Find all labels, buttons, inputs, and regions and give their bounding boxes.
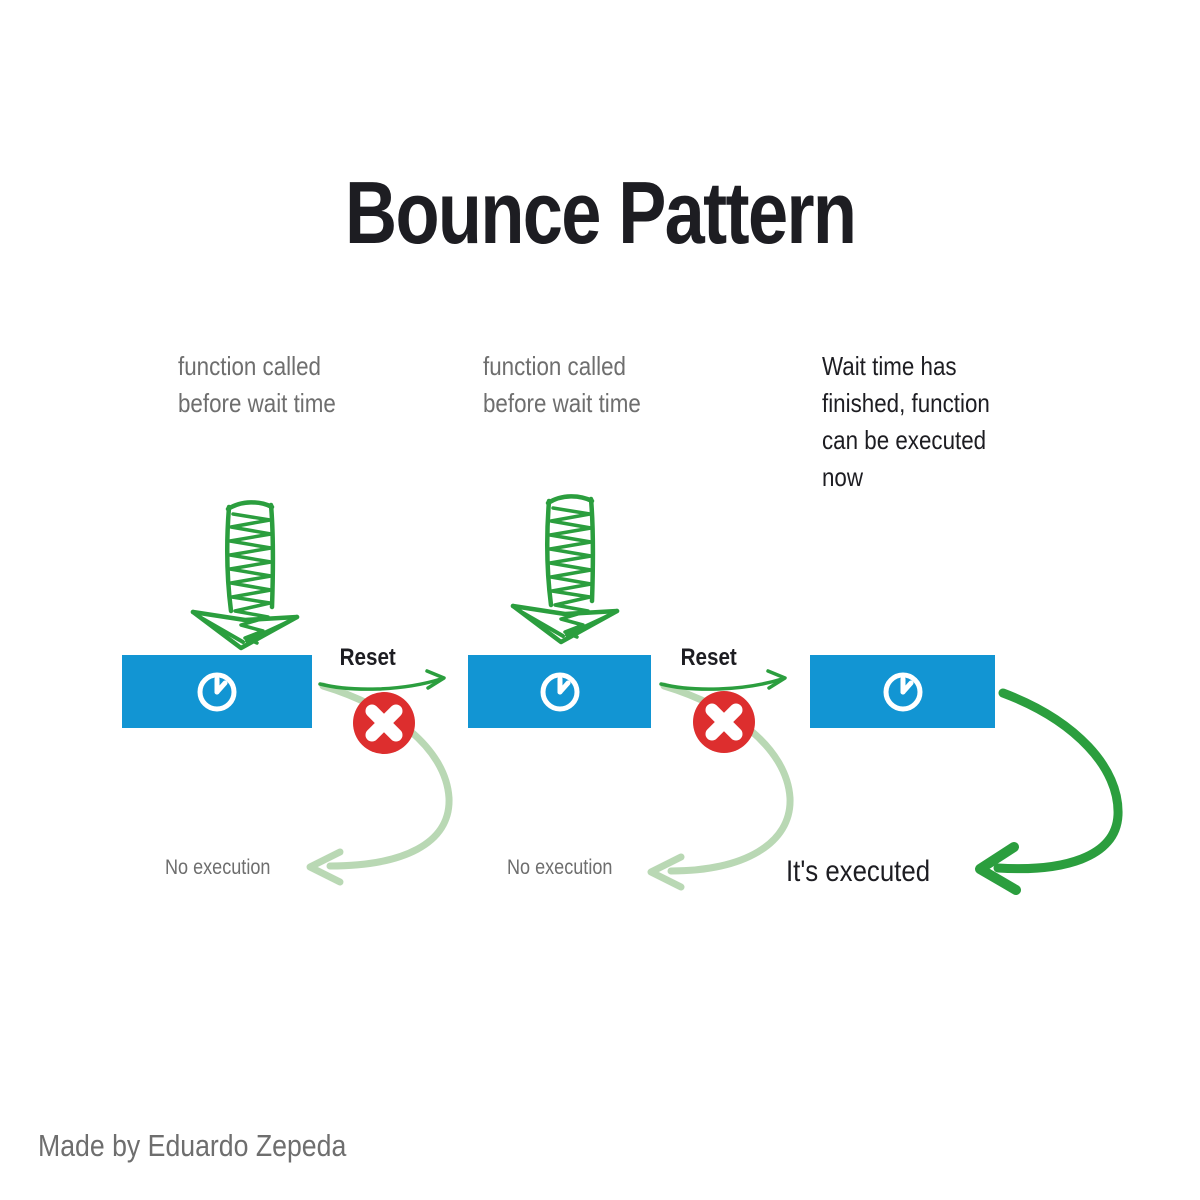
reset-label-2: Reset xyxy=(680,644,738,671)
clock-icon xyxy=(883,672,922,711)
down-arrow-icon xyxy=(190,500,300,651)
no-execution-label-2: No execution xyxy=(507,856,613,879)
column1-description: function called before wait time xyxy=(178,351,336,418)
no-execution-label-1: No execution xyxy=(165,856,271,879)
timer-box-3 xyxy=(810,655,995,728)
clock-icon xyxy=(540,672,579,711)
page-title: Bounce Pattern xyxy=(344,163,857,262)
timer-box-1 xyxy=(122,655,312,728)
clock-icon xyxy=(197,672,237,711)
reset-label-1: Reset xyxy=(339,644,397,671)
column3-description: Wait time has finished, function can be … xyxy=(822,351,990,492)
error-icon xyxy=(693,691,755,753)
credit-text: Made by Eduardo Zepeda xyxy=(38,1128,347,1163)
reset-arrow-2 xyxy=(659,669,787,691)
reset-arrow-1 xyxy=(318,669,446,691)
column2-description: function called before wait time xyxy=(483,351,641,418)
timer-box-2 xyxy=(468,655,651,728)
no-execution-arrow-1 xyxy=(306,682,453,886)
no-execution-arrow-2 xyxy=(647,682,794,891)
executed-label: It's executed xyxy=(786,855,931,888)
down-arrow-icon xyxy=(513,496,617,642)
executed-arrow xyxy=(975,688,1123,895)
error-icon xyxy=(353,692,415,754)
